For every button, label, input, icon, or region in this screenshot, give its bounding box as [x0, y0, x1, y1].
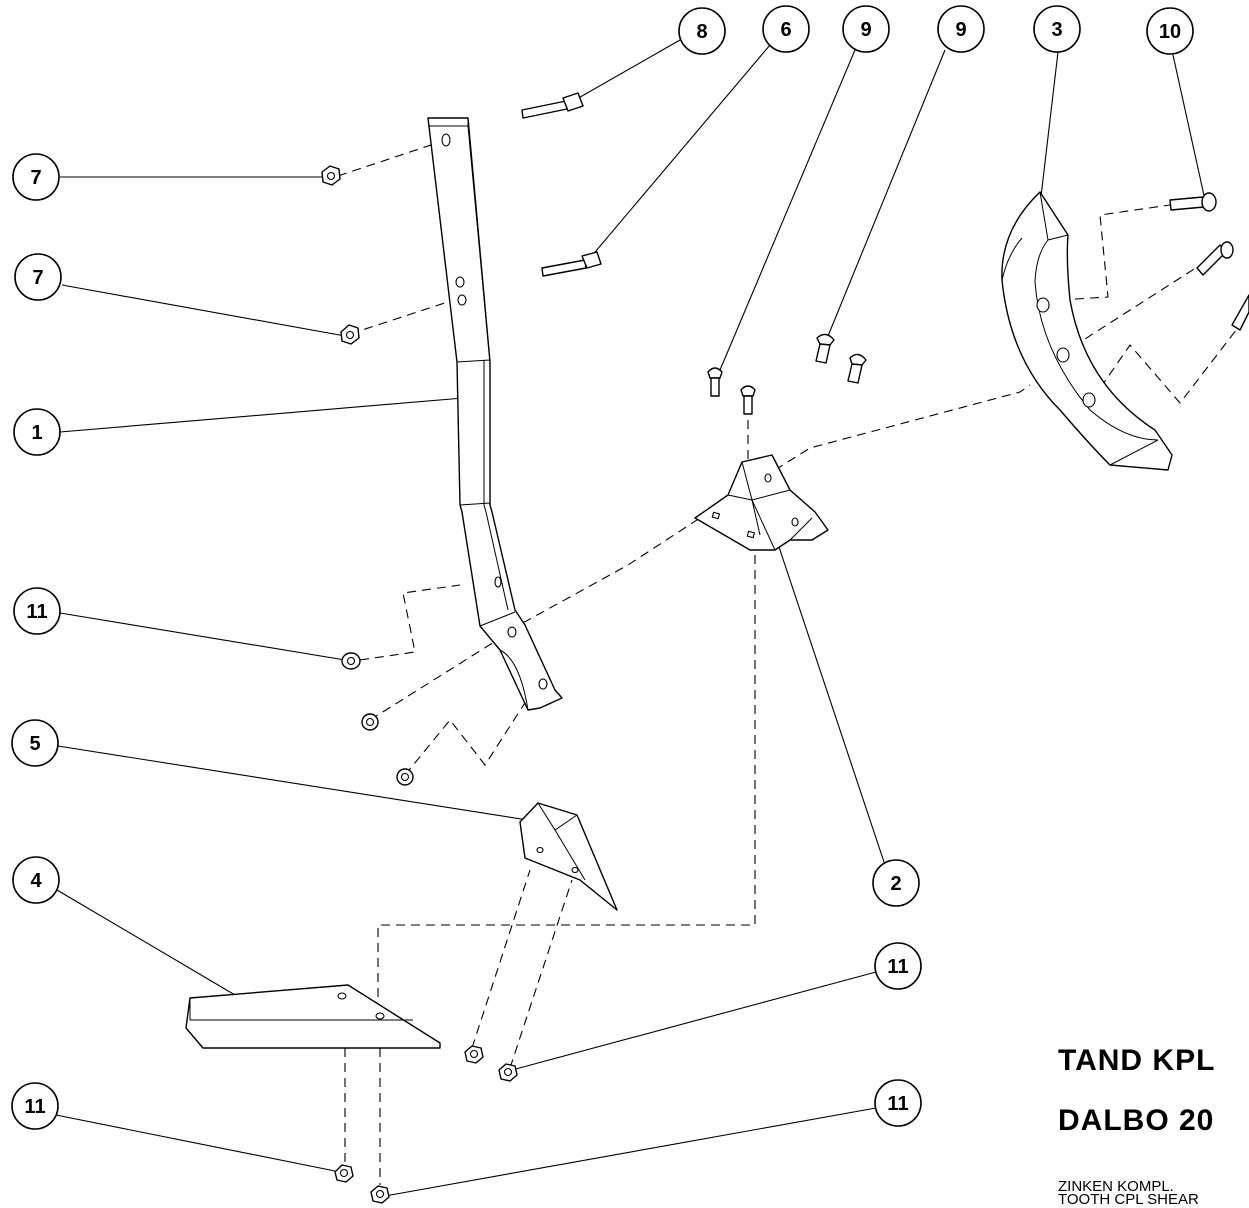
callout-6: 6 — [762, 5, 810, 53]
svg-text:2: 2 — [890, 873, 901, 895]
part-9-bolt-a — [707, 367, 723, 397]
part-8-bolt — [521, 92, 584, 119]
part-1-shank — [427, 117, 563, 711]
part-6-bolt — [541, 251, 602, 277]
part-11-nut-a — [341, 652, 361, 670]
svg-text:4: 4 — [30, 870, 42, 892]
part-11-nut-d — [464, 1045, 484, 1064]
part-11-nut-e — [498, 1063, 518, 1082]
callout-3: 3 — [1033, 5, 1081, 53]
callout-9-a: 9 — [842, 5, 890, 53]
svg-text:6: 6 — [780, 19, 791, 41]
svg-text:11: 11 — [24, 1096, 45, 1118]
svg-text:11: 11 — [887, 956, 908, 978]
title-line-1: TAND KPL — [1058, 1044, 1216, 1077]
svg-text:10: 10 — [1159, 21, 1181, 43]
part-11-nut-b — [361, 713, 379, 731]
title-line-2: DALBO 20 — [1058, 1104, 1215, 1137]
svg-text:8: 8 — [696, 21, 707, 43]
part-3-wing-blade — [1001, 191, 1173, 471]
svg-text:7: 7 — [30, 167, 41, 189]
callout-4: 4 — [12, 856, 60, 904]
callout-10: 10 — [1146, 7, 1194, 55]
subtitle-line-2: TOOTH CPL SHEAR — [1058, 1191, 1199, 1208]
svg-text:11: 11 — [26, 601, 47, 623]
callout-2: 2 — [872, 859, 920, 907]
svg-text:9: 9 — [860, 19, 871, 41]
part-9-bolt-c — [815, 333, 835, 364]
callout-9-b: 9 — [937, 5, 985, 53]
svg-text:9: 9 — [955, 19, 966, 41]
part-10-pin-a — [1169, 192, 1217, 212]
subtitle-line-1: ZINKEN KOMPL. — [1058, 1178, 1174, 1195]
callout-1: 1 — [13, 408, 61, 456]
part-7-nut-a — [321, 165, 341, 186]
svg-text:3: 3 — [1051, 19, 1062, 41]
part-9-bolt-b — [740, 385, 756, 415]
leader-lines — [55, 39, 1206, 1197]
callout-7-b: 7 — [14, 253, 62, 301]
part-10-pin-c — [1231, 294, 1249, 331]
callout-5: 5 — [11, 719, 59, 767]
callout-11-c: 11 — [11, 1082, 59, 1130]
callout-11-d: 11 — [874, 1079, 922, 1127]
svg-text:7: 7 — [32, 267, 43, 289]
assembly-dashed-lines — [337, 141, 1241, 1185]
part-2-bracket — [694, 454, 829, 551]
callout-7-a: 7 — [12, 153, 60, 201]
part-10-pin-b — [1196, 241, 1234, 276]
part-11-nut-f — [334, 1164, 354, 1183]
svg-text:11: 11 — [887, 1093, 908, 1115]
part-11-nut-g — [370, 1185, 390, 1204]
callout-11-a: 11 — [13, 587, 61, 635]
svg-text:5: 5 — [29, 733, 40, 755]
svg-text:1: 1 — [31, 422, 42, 444]
part-4-share — [185, 984, 441, 1049]
part-9-bolt-d — [847, 353, 867, 384]
callout-8: 8 — [678, 7, 726, 55]
part-5-plate — [519, 802, 618, 911]
callout-11-b: 11 — [874, 942, 922, 990]
part-11-nut-c — [396, 768, 414, 786]
part-7-nut-b — [340, 324, 360, 345]
